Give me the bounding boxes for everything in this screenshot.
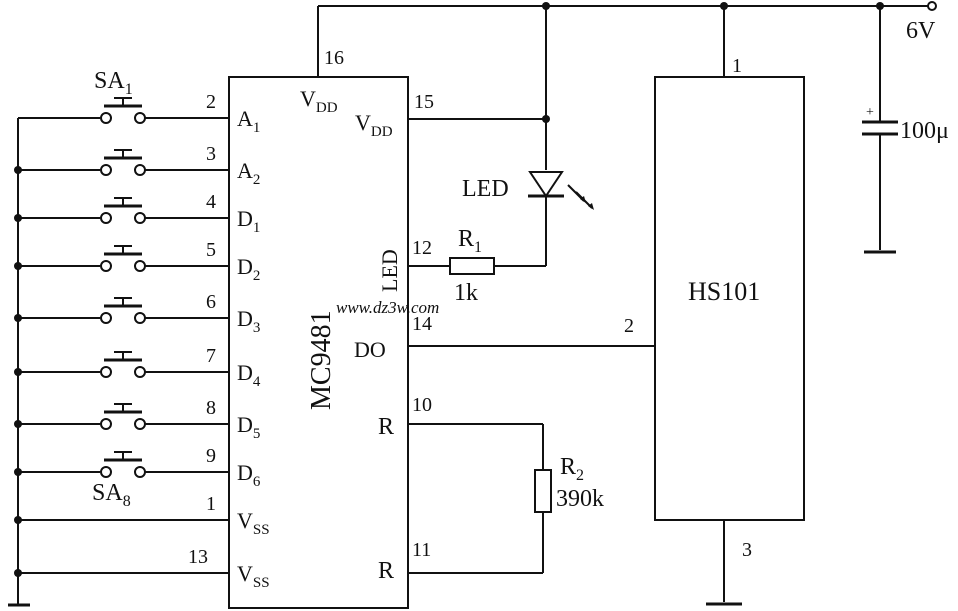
led-label: LED: [462, 176, 509, 202]
hs101-pin3-number: 3: [742, 539, 752, 561]
pin14-label: DO: [354, 337, 386, 362]
vss-wire-1: [14, 516, 229, 524]
pin-number: 7: [206, 345, 216, 367]
switch-3: [14, 197, 229, 224]
switch-7: [14, 403, 229, 430]
pin-label: D1: [237, 206, 260, 236]
r2-value: 390k: [556, 486, 604, 512]
pin-label: VSS: [237, 561, 270, 591]
vss-wire-2: [14, 569, 229, 577]
pin-number: 5: [206, 239, 216, 261]
r2-branch: [408, 423, 544, 574]
switch-1: [100, 97, 229, 124]
hs101-body: [654, 76, 805, 521]
pin12-label: LED: [377, 249, 402, 292]
r2-resistor: [534, 469, 552, 513]
switch-sa8-label: SA8: [92, 480, 131, 510]
led-symbol: [528, 171, 594, 210]
pin-number: 4: [206, 191, 216, 213]
pin11-number: 11: [412, 539, 431, 561]
pin15-label: VDD: [355, 110, 393, 140]
pin16-number: 16: [324, 47, 344, 69]
pin-label: D4: [237, 360, 261, 390]
pin11-label: R: [378, 558, 394, 584]
pin-number: 6: [206, 291, 216, 313]
switch-8: [14, 451, 229, 478]
hs101-pin1-number: 1: [732, 55, 742, 77]
pin-label: A2: [237, 158, 260, 188]
pin-label: VSS: [237, 508, 270, 538]
pin15-number: 15: [414, 91, 434, 113]
r1-label: R1: [458, 226, 482, 256]
pin12-number: 12: [412, 237, 432, 259]
switch-sa1-label: SA1: [94, 68, 133, 98]
pin-label: A1: [237, 106, 260, 136]
switch-5: [14, 297, 229, 324]
pin-number: 1: [206, 493, 216, 515]
switch-2: [14, 149, 229, 176]
left-ground-bus: [8, 117, 100, 607]
ic-name: MC9481: [306, 310, 337, 410]
pin16-label: VDD: [300, 86, 338, 116]
pin10-label: R: [378, 414, 394, 440]
pin-label: D6: [237, 460, 261, 490]
r2-label: R2: [560, 454, 584, 484]
pin10-number: 10: [412, 394, 432, 416]
capacitor-value: 100μ: [900, 118, 949, 144]
pin14-number: 14: [412, 313, 432, 335]
hs101-pin2-number: 2: [624, 315, 634, 337]
pin-label: D3: [237, 306, 260, 336]
pin-number: 2: [206, 91, 216, 113]
hs101-name: HS101: [688, 277, 760, 306]
r1-value: 1k: [454, 280, 478, 306]
supply-voltage-label: 6V: [906, 18, 936, 44]
switch-4: [14, 245, 229, 272]
capacitor-100u: [862, 6, 898, 254]
r1-resistor: [449, 257, 495, 275]
pin-label: D2: [237, 254, 260, 284]
switch-6: [14, 351, 229, 378]
pin-label: D5: [237, 412, 260, 442]
pin-number: 3: [206, 143, 216, 165]
capacitor-polarity: +: [866, 105, 874, 120]
supply-rail: [317, 1, 937, 77]
pin-number: 9: [206, 445, 216, 467]
pin-number: 13: [188, 546, 208, 568]
watermark: www.dz3w.com: [336, 298, 439, 317]
pin-number: 8: [206, 397, 216, 419]
